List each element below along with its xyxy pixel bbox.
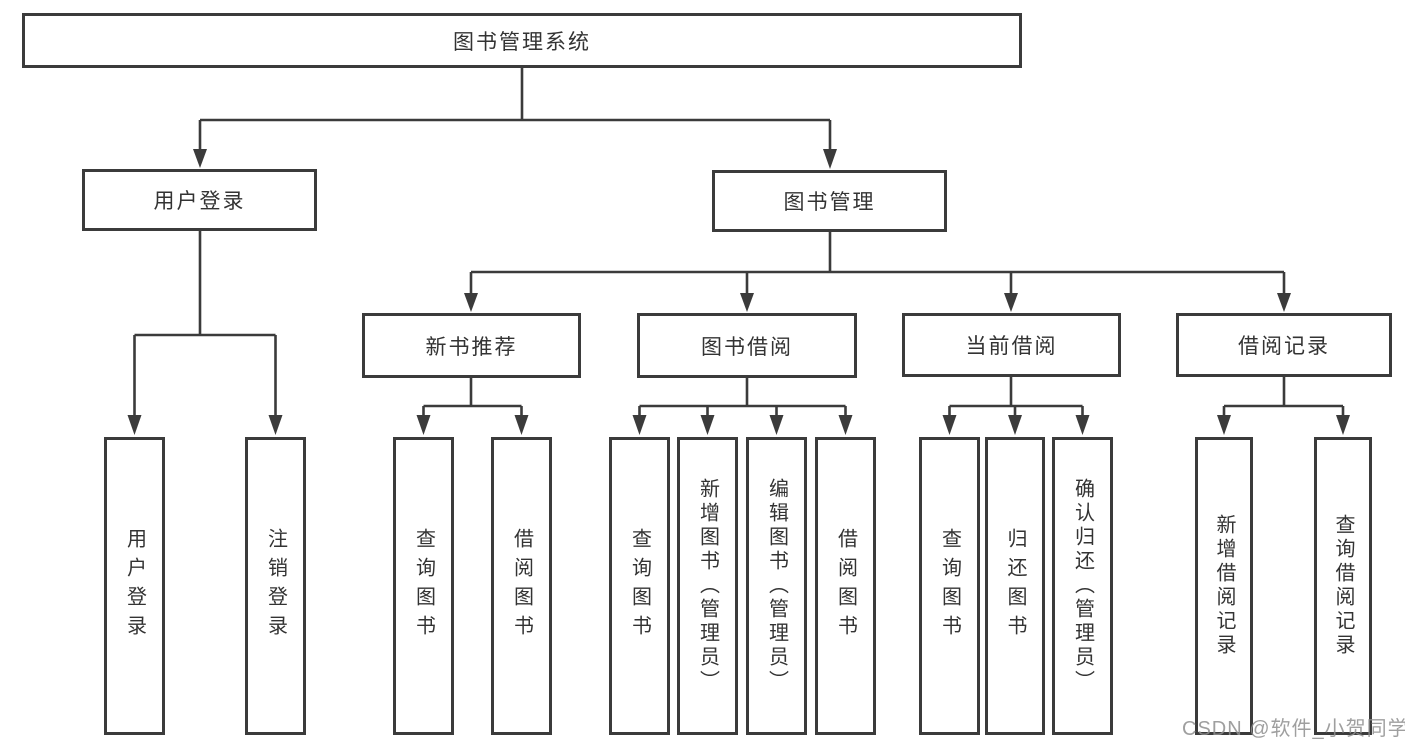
arrowhead: [514, 415, 529, 435]
node-library-management-system: 图书管理系统: [22, 13, 1022, 68]
arrowhead: [632, 415, 647, 435]
arrowhead: [1217, 415, 1231, 435]
leaf-user-login: 用户登录: [104, 437, 165, 735]
arrowhead: [740, 293, 754, 312]
arrowhead: [1008, 415, 1022, 435]
leaf-query-books-recommend: 查询图书: [393, 437, 454, 735]
arrowhead: [416, 415, 431, 435]
node-borrowing-records: 借阅记录: [1176, 313, 1392, 377]
leaf-query-books-current: 查询图书: [919, 437, 980, 735]
arrowhead: [1004, 293, 1018, 312]
leaf-add-books-admin: 新增图书（管理员）: [677, 437, 738, 735]
arrowhead: [464, 293, 478, 312]
leaf-borrow-books-recommend: 借阅图书: [491, 437, 552, 735]
arrowhead: [1336, 415, 1350, 435]
arrowhead: [1277, 293, 1291, 312]
arrowhead: [193, 149, 207, 168]
leaf-return-books: 归还图书: [985, 437, 1045, 735]
leaf-logout: 注销登录: [245, 437, 306, 735]
leaf-add-borrow-record: 新增借阅记录: [1195, 437, 1253, 735]
arrowhead: [838, 415, 853, 435]
leaf-edit-books-admin: 编辑图书（管理员）: [746, 437, 807, 735]
arrowhead: [700, 415, 715, 435]
leaf-confirm-return-admin: 确认归还（管理员）: [1052, 437, 1113, 735]
arrowhead: [268, 415, 283, 435]
leaf-borrow-books: 借阅图书: [815, 437, 876, 735]
arrowhead: [127, 415, 142, 435]
csdn-watermark: CSDN @软件_小贺同学: [1182, 718, 1405, 740]
node-new-book-recommendation: 新书推荐: [362, 313, 581, 378]
node-book-borrowing: 图书借阅: [637, 313, 857, 378]
node-current-borrowing: 当前借阅: [902, 313, 1121, 377]
node-user-login: 用户登录: [82, 169, 317, 231]
arrowhead: [942, 415, 957, 435]
arrowhead: [823, 149, 837, 169]
leaf-query-borrow-record: 查询借阅记录: [1314, 437, 1372, 735]
arrowhead: [769, 415, 784, 435]
node-book-management: 图书管理: [712, 170, 947, 232]
arrowhead: [1075, 415, 1090, 435]
leaf-query-books-borrow: 查询图书: [609, 437, 670, 735]
